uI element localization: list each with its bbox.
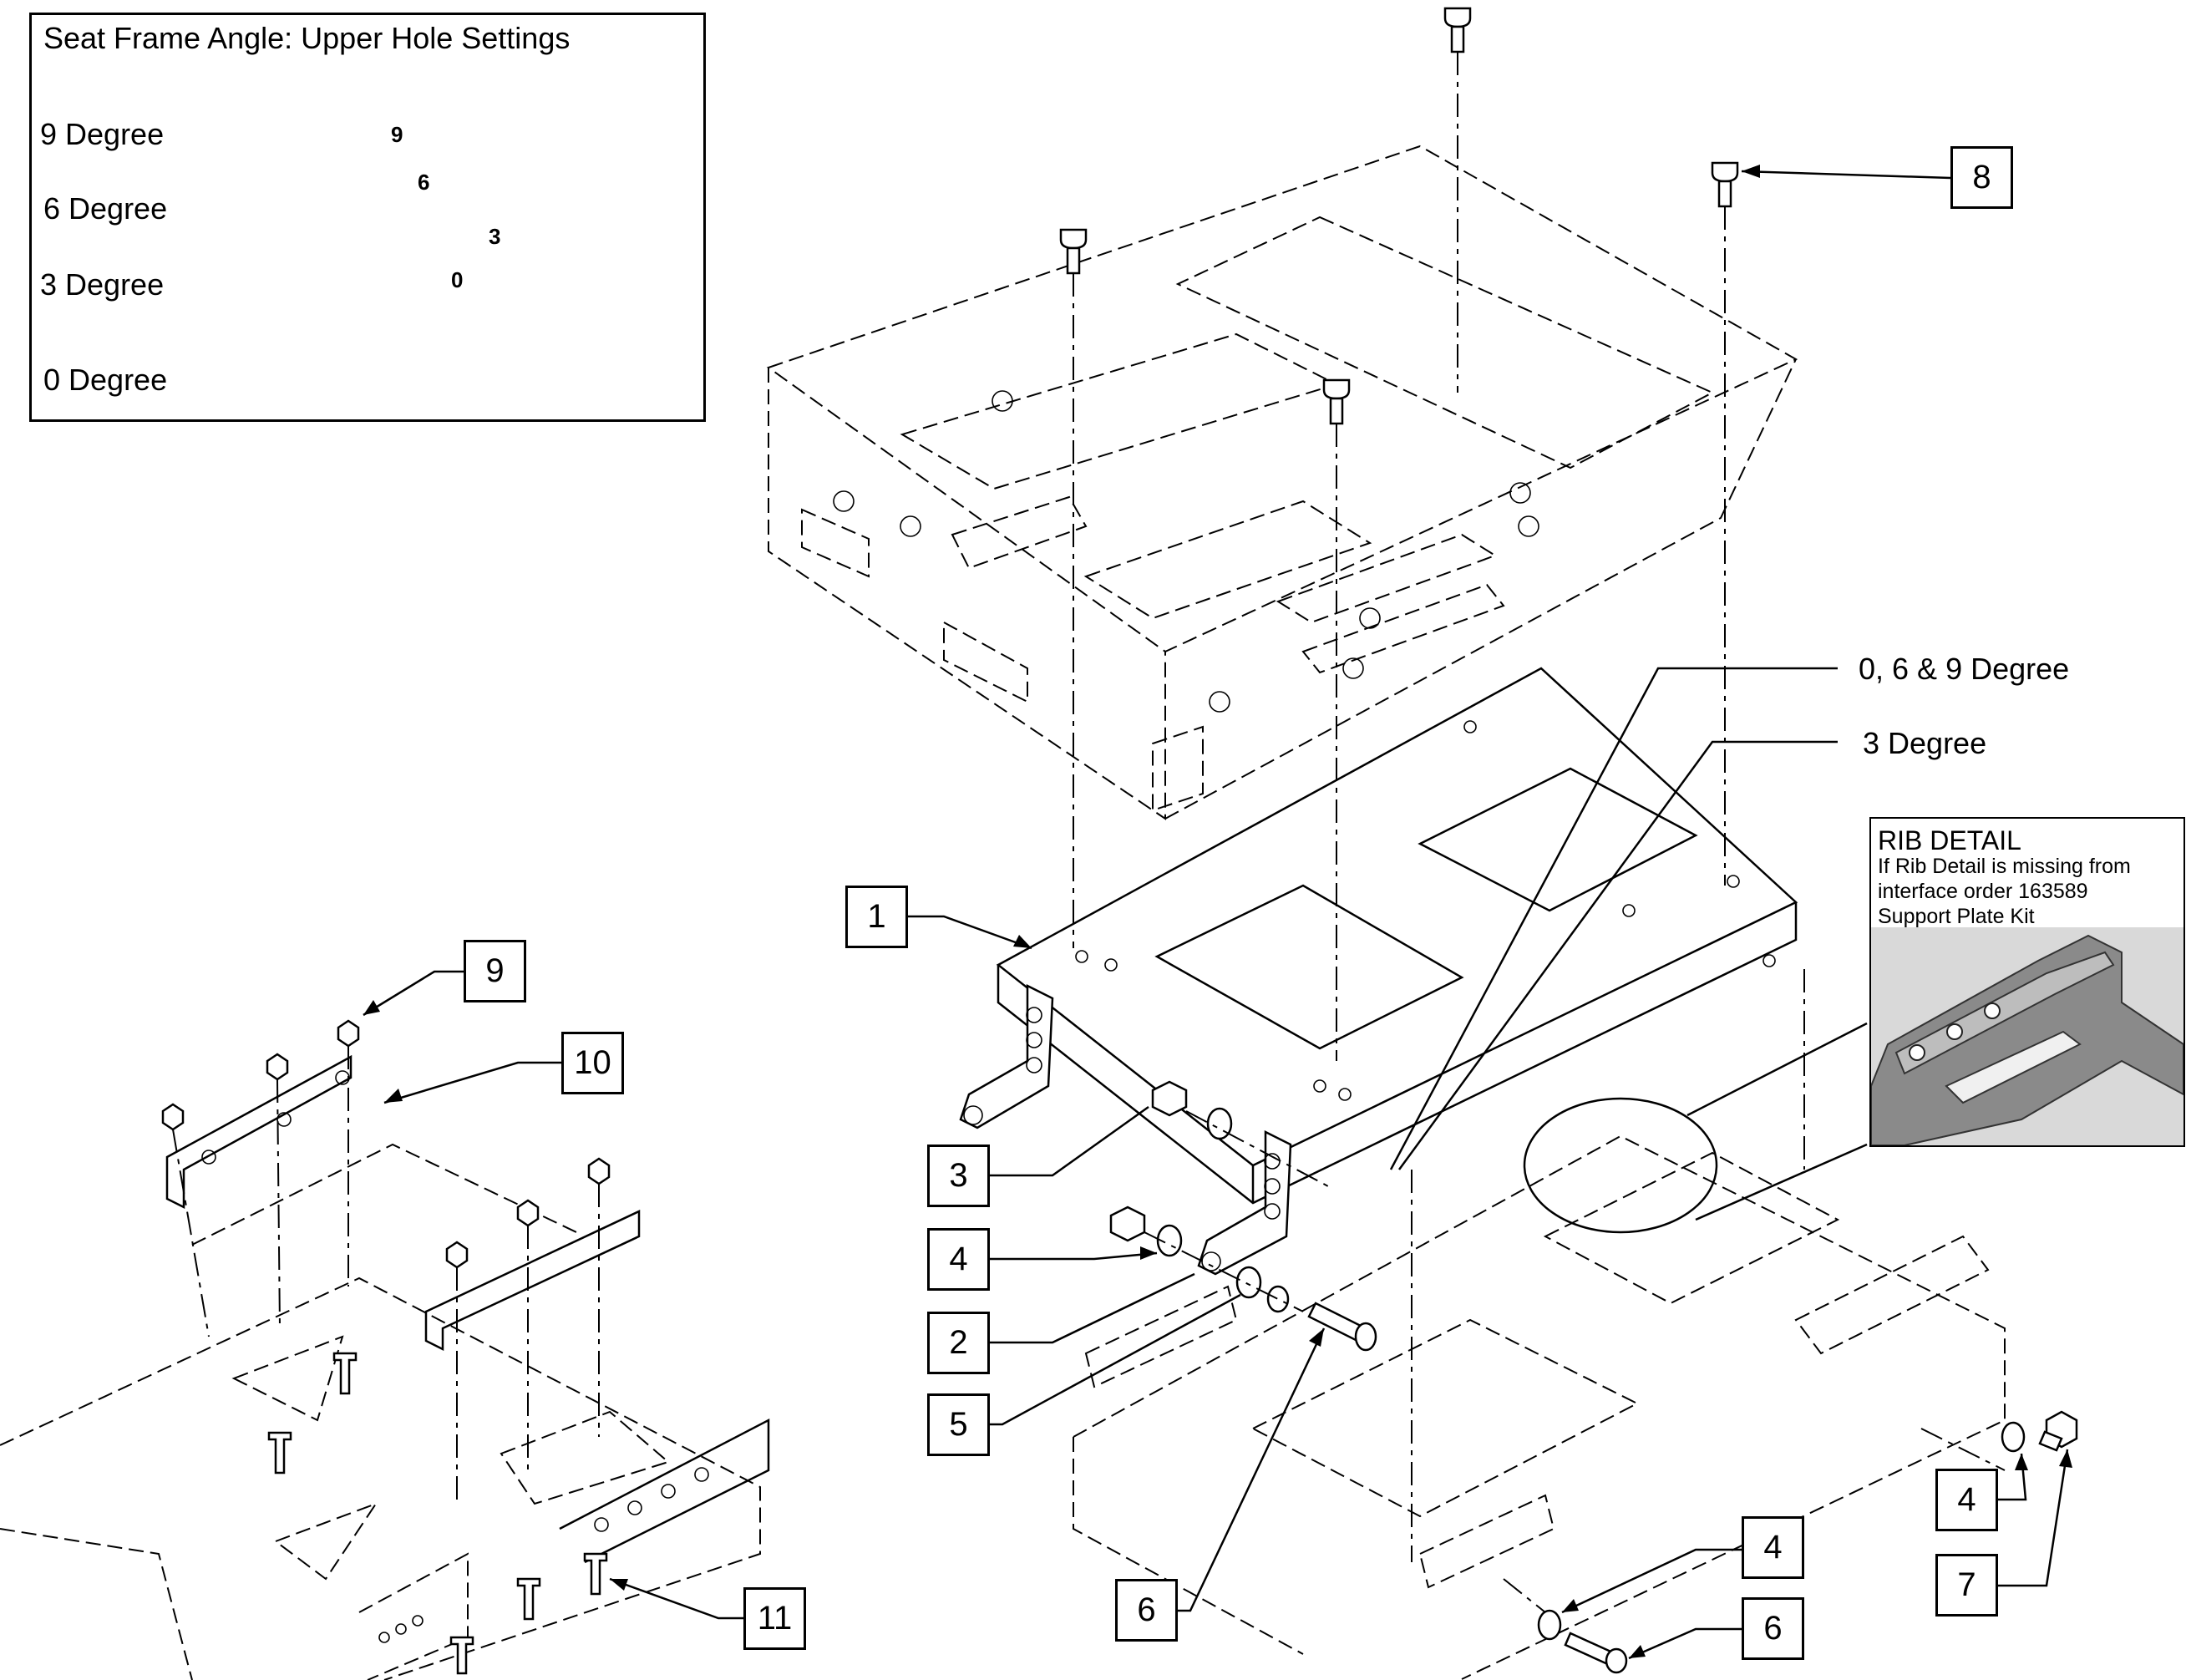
left-assembly xyxy=(0,1054,770,1680)
label-0-degree: 0 Degree xyxy=(43,363,168,397)
rib-detail-line-2: interface order 163589 xyxy=(1878,880,2088,903)
callout-3: 3 xyxy=(927,1145,990,1207)
rib-detail-circle xyxy=(1523,1097,1718,1234)
seat-base-outline xyxy=(1073,1134,2006,1680)
hardware-right xyxy=(1537,1410,2078,1674)
inset-title: Seat Frame Angle: Upper Hole Settings xyxy=(43,21,571,55)
screws-item-8 xyxy=(1059,7,1739,425)
callout-6-bottom: 6 xyxy=(1742,1597,1804,1660)
hole-number-3: 3 xyxy=(489,224,501,249)
callout-11: 11 xyxy=(743,1587,806,1650)
callout-1: 1 xyxy=(845,886,908,948)
callout-4-bottom: 4 xyxy=(1742,1516,1804,1579)
callout-10: 10 xyxy=(561,1032,624,1094)
rib-detail-line-1: If Rib Detail is missing from xyxy=(1878,855,2131,878)
rib-detail-image xyxy=(1871,927,2183,1145)
label-9-degree: 9 Degree xyxy=(40,117,165,151)
callout-4-center: 4 xyxy=(927,1228,990,1291)
note-3-degree: 3 Degree xyxy=(1863,726,1987,760)
callout-4-right: 4 xyxy=(1935,1469,1998,1531)
support-plate xyxy=(996,667,1798,1205)
note-0-6-9-degree: 0, 6 & 9 Degree xyxy=(1859,652,2070,686)
left-hardware xyxy=(161,1019,611,1675)
rib-detail-line-3: Support Plate Kit xyxy=(1878,905,2035,928)
seat-pan-outline xyxy=(766,145,1798,820)
label-3-degree: 3 Degree xyxy=(40,267,165,302)
callout-6-center: 6 xyxy=(1115,1579,1178,1642)
callout-7: 7 xyxy=(1935,1554,1998,1617)
label-6-degree: 6 Degree xyxy=(43,191,168,226)
hole-settings-inset xyxy=(29,13,706,422)
hole-number-0: 0 xyxy=(451,267,464,292)
callout-9: 9 xyxy=(464,940,526,1002)
leader-lines xyxy=(363,165,2072,1660)
hole-number-9: 9 xyxy=(391,122,403,147)
callout-8: 8 xyxy=(1950,146,2013,209)
rib-detail-title: RIB DETAIL xyxy=(1878,825,2021,855)
callout-5: 5 xyxy=(927,1393,990,1456)
callout-2: 2 xyxy=(927,1312,990,1374)
brackets-item-2 xyxy=(959,983,1292,1276)
hole-number-6: 6 xyxy=(418,170,430,195)
